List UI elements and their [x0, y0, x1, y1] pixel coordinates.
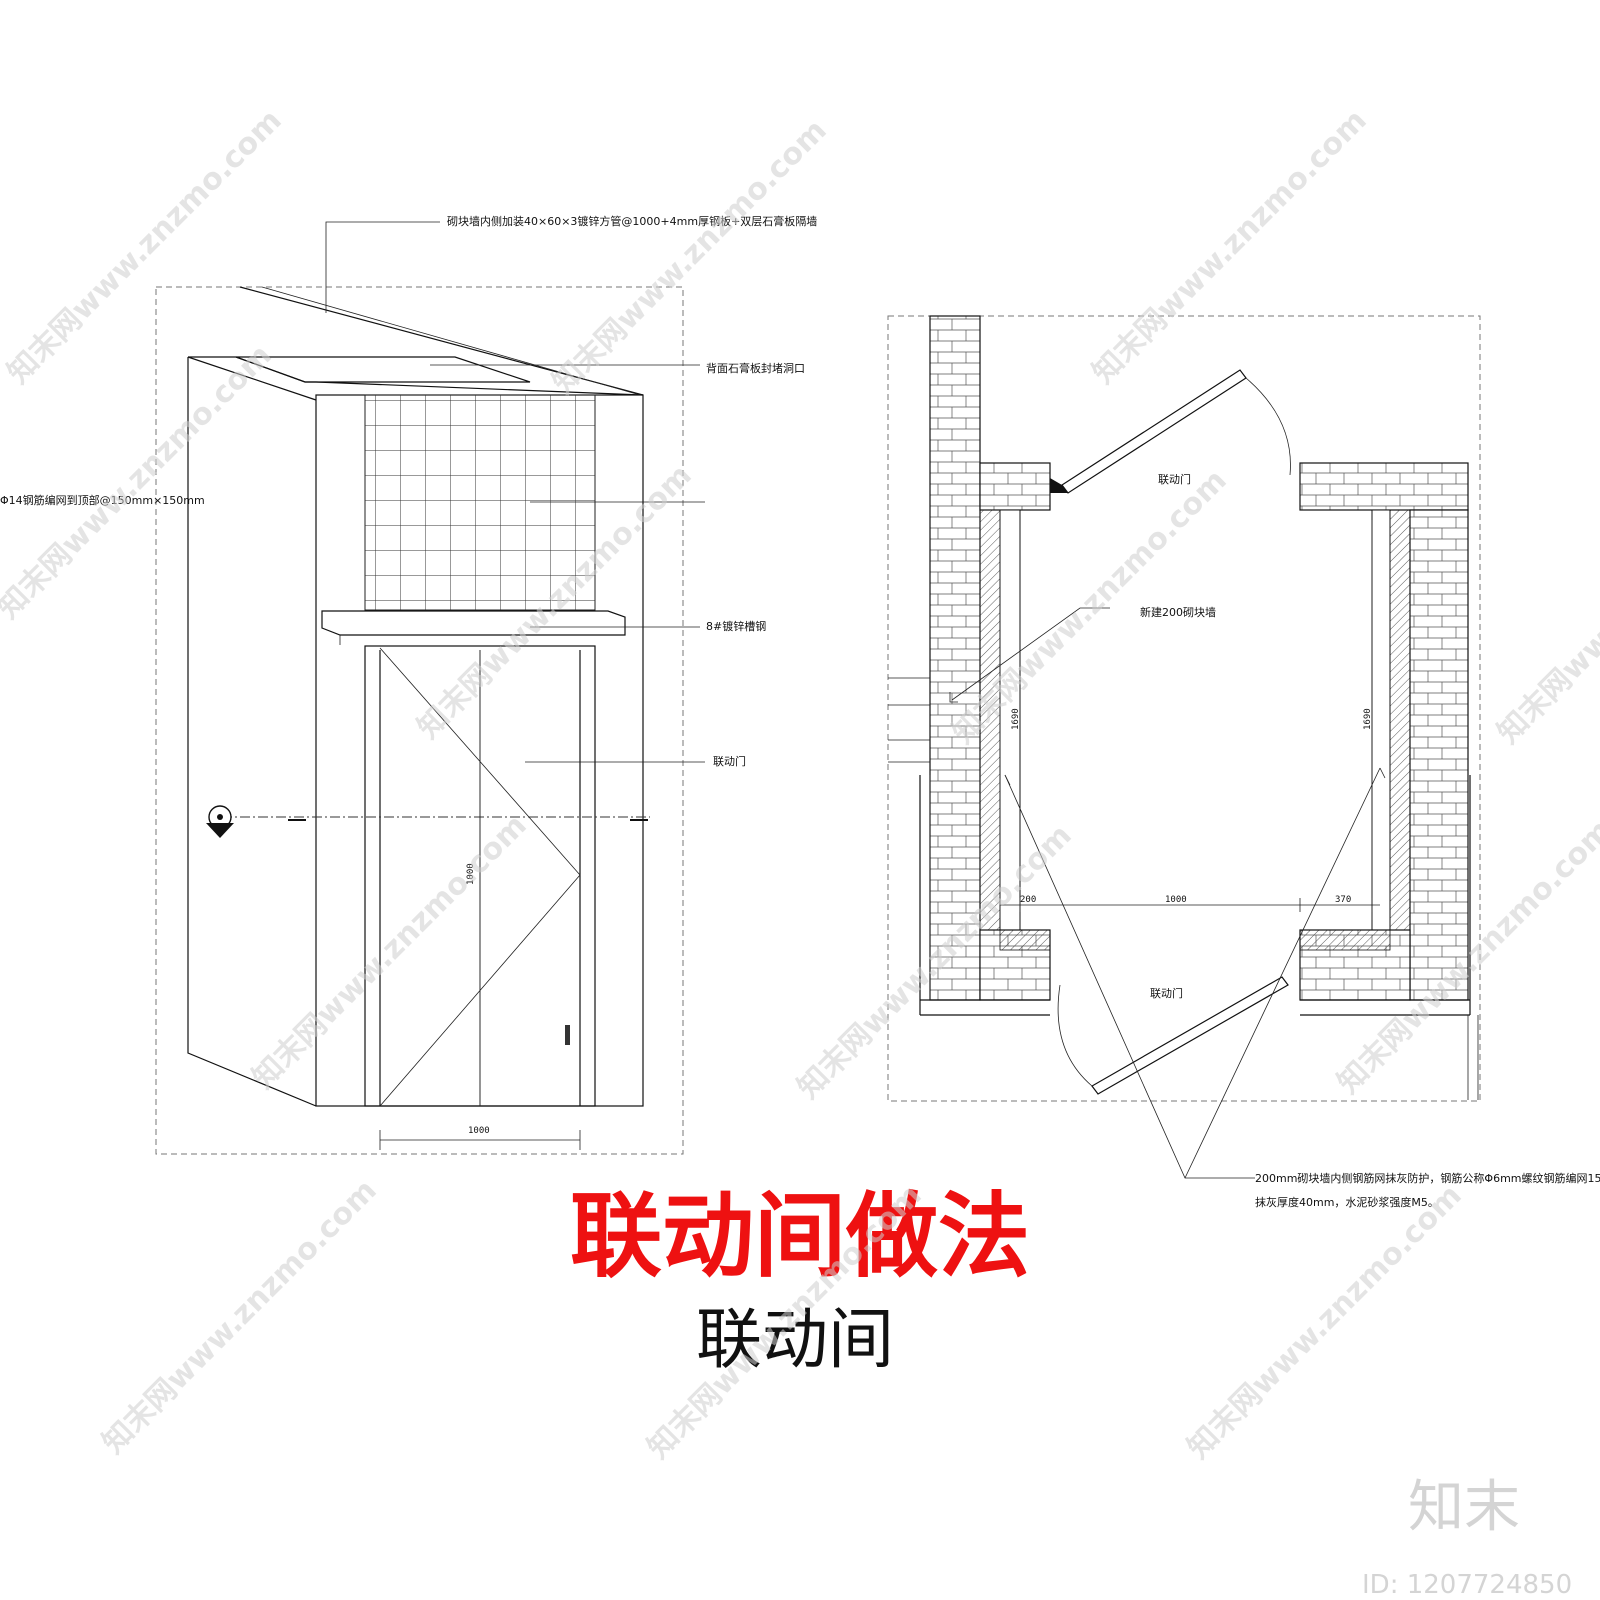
label-top-wall: 砌块墙内侧加装40×60×3镀锌方管@1000+4mm厚钢板+双层石膏板隔墙: [447, 214, 817, 228]
top-cap: [235, 356, 531, 383]
plan-note-line2: 抹灰厚度40mm，水泥砂浆强度M5。: [1255, 1195, 1439, 1209]
watermark-text: 知末网www.znzmo.com: [1181, 1178, 1469, 1466]
label-new-wall: 新建200砌块墙: [1140, 605, 1216, 619]
elevation-frame: [155, 286, 684, 1155]
plan-drawing: [887, 315, 1481, 1179]
dim-plan-a: 200: [1020, 895, 1036, 905]
dim-plan-c: 370: [1335, 895, 1351, 905]
dim-plan-right: 1690: [1363, 708, 1373, 730]
side-wall: [187, 357, 317, 1107]
top-door-swing: [1245, 377, 1291, 476]
label-plan-door-top: 联动门: [1158, 472, 1191, 486]
brick-wall-left: [929, 315, 981, 1001]
image-id: ID: 1207724850: [1362, 1570, 1572, 1600]
dim-elevation-height: 1000: [466, 863, 476, 885]
label-plan-door-bottom: 联动门: [1150, 986, 1183, 1000]
main-title: 联动间做法: [570, 1183, 1030, 1290]
watermark-text: 知末网www.znzmo.com: [1086, 103, 1374, 391]
label-rebar-mesh: Φ14钢筋编网到顶部@150mm×150mm: [0, 493, 205, 507]
dim-plan-b: 1000: [1165, 895, 1187, 905]
brand-logo: 知末: [1408, 1475, 1520, 1540]
dim-plan-left: 1690: [1011, 708, 1021, 730]
watermark-text: 知末网www.znzmo.com: [246, 808, 534, 1096]
section-marker-icon: [206, 805, 234, 838]
dim-elevation-width: 1000: [468, 1126, 490, 1136]
plan-note-line1: 200mm砌块墙内侧钢筋网抹灰防护，钢筋公称Φ6mm螺纹钢筋编网150×150，: [1255, 1171, 1600, 1185]
watermark-text: 知末网www.znzmo.com: [0, 338, 279, 626]
rebar-mesh: [364, 394, 596, 611]
watermark-text: 知末网www.znzmo.com: [1491, 463, 1600, 751]
watermark-text: 知末网www.znzmo.com: [96, 1173, 384, 1461]
bottom-door-swing: [1057, 984, 1093, 1087]
elevation-drawing: [155, 221, 705, 1155]
sub-title: 联动间: [696, 1301, 894, 1378]
label-elevation-door: 联动门: [713, 754, 746, 768]
label-back-board: 背面石膏板封堵洞口: [706, 361, 805, 375]
plan-frame: [887, 315, 1481, 1102]
brick-wall-right: [1409, 509, 1469, 1001]
watermark-text: 知末网www.znzmo.com: [546, 113, 834, 401]
door-handle: [565, 1025, 570, 1045]
channel-steel: [321, 610, 626, 636]
label-channel-steel: 8#镀锌槽钢: [706, 619, 766, 633]
